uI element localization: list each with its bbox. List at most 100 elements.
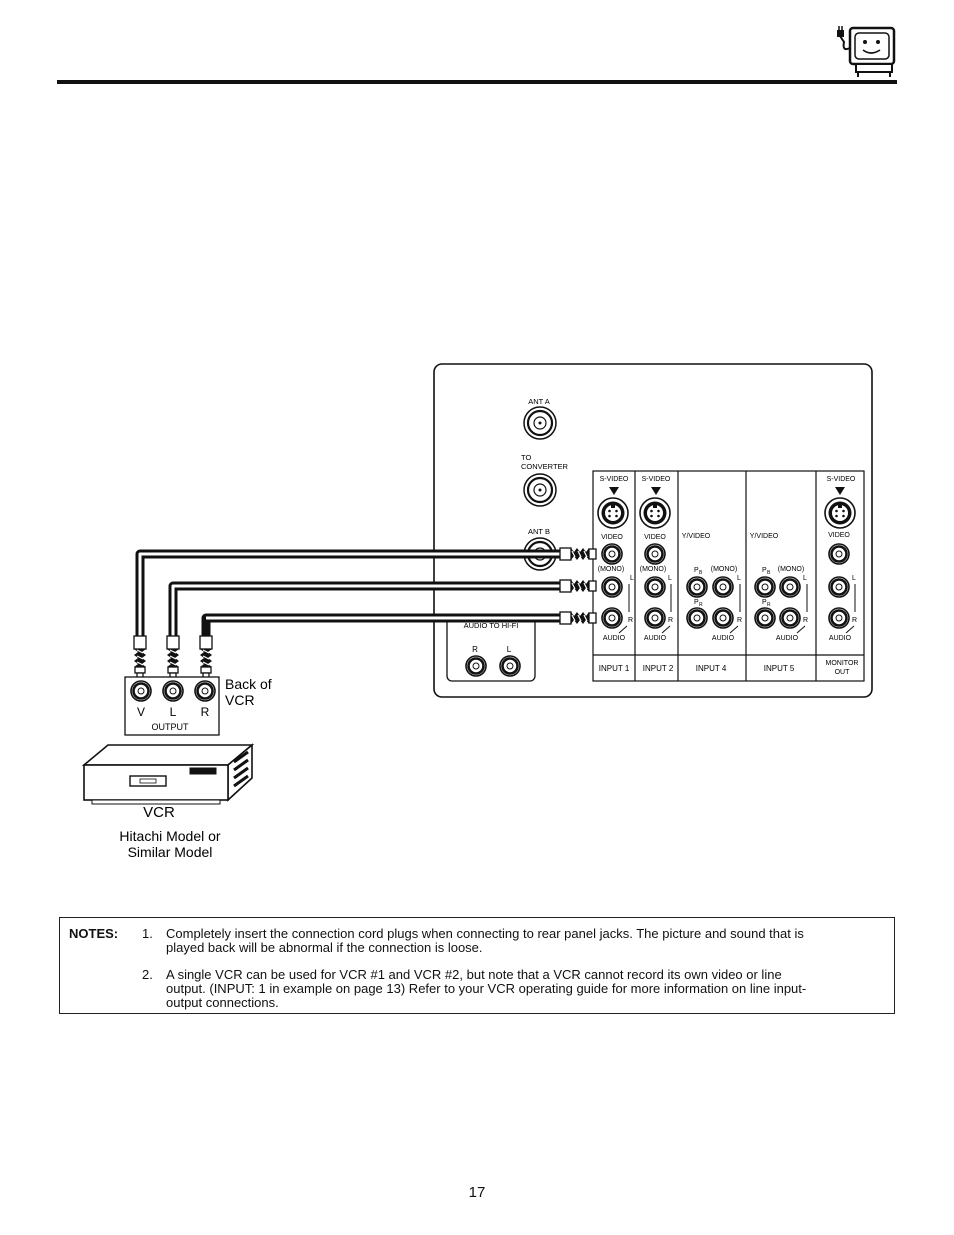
back-of-vcr-label-2: VCR [225, 692, 255, 708]
input2-audio-l-jack [643, 575, 667, 599]
hifi-l-jack [498, 654, 522, 678]
ant-b-label: ANT B [528, 527, 550, 536]
video-plug-tv [559, 547, 597, 561]
back-of-vcr-label: Back of [225, 676, 272, 692]
vcr-r-jack [193, 679, 217, 703]
note-2-number: 2. [142, 967, 153, 982]
connection-cables [135, 549, 562, 636]
input5-pb-jack [753, 575, 777, 599]
connection-diagram: ANT A TO CONVERTER ANT B AUDIO TO HI-FI … [81, 363, 873, 860]
audio-to-hifi-label: AUDIO TO HI-FI [464, 621, 519, 630]
note-2-line-3: output connections. [166, 995, 279, 1010]
header-rule [57, 80, 897, 84]
input4-label: INPUT 4 [696, 664, 727, 673]
input5-label: INPUT 5 [764, 664, 795, 673]
input4-pb-label: P [694, 567, 699, 574]
note-2-line-1: A single VCR can be used for VCR #1 and … [166, 967, 782, 982]
hifi-r-label: R [472, 645, 478, 654]
note-1-number: 1. [142, 926, 153, 941]
monitor-video-label: VIDEO [828, 532, 850, 539]
input5-yvideo-label: Y/VIDEO [750, 533, 779, 540]
note-1-line-1: Completely insert the connection cord pl… [166, 926, 804, 941]
monitor-svideo-jack [824, 497, 856, 529]
input4-audio-l-jack [711, 575, 735, 599]
input4-audio-r-jack [711, 606, 735, 630]
to-converter-label-2: CONVERTER [521, 462, 569, 471]
input2-l-label: L [668, 575, 672, 582]
monitor-video-jack [827, 542, 851, 566]
vcr-model-label-2: Similar Model [128, 844, 213, 860]
tv-mascot-icon [837, 26, 896, 77]
vcr-l-jack [161, 679, 185, 703]
to-converter-jack [522, 472, 558, 508]
input4-pr-label: P [694, 599, 699, 606]
input1-video-label: VIDEO [601, 534, 623, 541]
input2-audio-label: AUDIO [644, 635, 667, 642]
input2-audio-r-jack [643, 606, 667, 630]
monitor-out-label: MONITOR [826, 660, 859, 667]
hifi-r-jack [464, 654, 488, 678]
video-plug-vcr [133, 635, 147, 679]
input1-label: INPUT 1 [599, 664, 630, 673]
input4-yvideo-label: Y/VIDEO [682, 533, 711, 540]
monitor-svideo-label: S-VIDEO [827, 476, 856, 483]
monitor-audio-r-jack [827, 606, 851, 630]
monitor-out-label-2: OUT [835, 669, 851, 676]
ant-a-label: ANT A [528, 397, 550, 406]
note-1-line-2: played back will be abnormal if the conn… [166, 940, 483, 955]
input2-video-label: VIDEO [644, 534, 666, 541]
input1-svideo-label: S-VIDEO [600, 476, 629, 483]
vcr-v-label: V [137, 705, 145, 719]
monitor-audio-l-jack [827, 575, 851, 599]
input5-pb-label: P [762, 567, 767, 574]
input1-l-label: L [630, 575, 634, 582]
input5-l-label: L [803, 575, 807, 582]
notes-label: NOTES: [69, 926, 119, 941]
audio-l-plug-vcr [166, 635, 180, 679]
input5-audio-label: AUDIO [776, 635, 799, 642]
note-2-line-2: output. (INPUT: 1 in example on page 13)… [166, 981, 807, 996]
input5-pb-sub: B [767, 570, 771, 576]
input4-pb-sub: B [699, 570, 703, 576]
input5-pr-label: P [762, 599, 767, 606]
hifi-l-label: L [507, 645, 512, 654]
input2-svideo-label: S-VIDEO [642, 476, 671, 483]
audio-r-plug-tv [559, 611, 597, 625]
input4-mono-label: (MONO) [711, 566, 737, 573]
input1-audio-r-jack [600, 606, 624, 630]
input2-mono-label: (MONO) [640, 566, 666, 573]
input4-pr-jack [685, 606, 709, 630]
input5-audio-r-jack [778, 606, 802, 630]
input5-audio-l-jack [778, 575, 802, 599]
input2-r-label: R [668, 617, 673, 624]
input4-r-label: R [737, 617, 742, 624]
vcr-r-label: R [201, 705, 210, 719]
input5-pr-sub: R [767, 602, 771, 608]
input4-audio-label: AUDIO [712, 635, 735, 642]
input5-r-label: R [803, 617, 808, 624]
monitor-r-label: R [852, 617, 857, 624]
monitor-audio-label: AUDIO [829, 635, 852, 642]
input4-pr-sub: R [699, 602, 703, 608]
inputs-panel [592, 470, 865, 682]
page-number: 17 [468, 1184, 486, 1201]
vcr-v-jack [129, 679, 153, 703]
vcr-model-label: Hitachi Model or [119, 828, 220, 844]
input1-video-jack [600, 542, 624, 566]
input2-svideo-jack [639, 497, 671, 529]
input2-label: INPUT 2 [643, 664, 674, 673]
input5-pr-jack [753, 606, 777, 630]
input1-svideo-jack [597, 497, 629, 529]
input1-r-label: R [628, 617, 633, 624]
input1-mono-label: (MONO) [598, 566, 624, 573]
vcr-l-label: L [170, 705, 177, 719]
input4-pb-jack [685, 575, 709, 599]
to-converter-label: TO [521, 453, 531, 462]
input2-video-jack [643, 542, 667, 566]
input4-l-label: L [737, 575, 741, 582]
vcr-unit [81, 743, 255, 805]
vcr-label: VCR [143, 804, 175, 821]
monitor-l-label: L [852, 575, 856, 582]
audio-l-plug-tv [559, 579, 597, 593]
ant-a-jack [522, 405, 558, 441]
